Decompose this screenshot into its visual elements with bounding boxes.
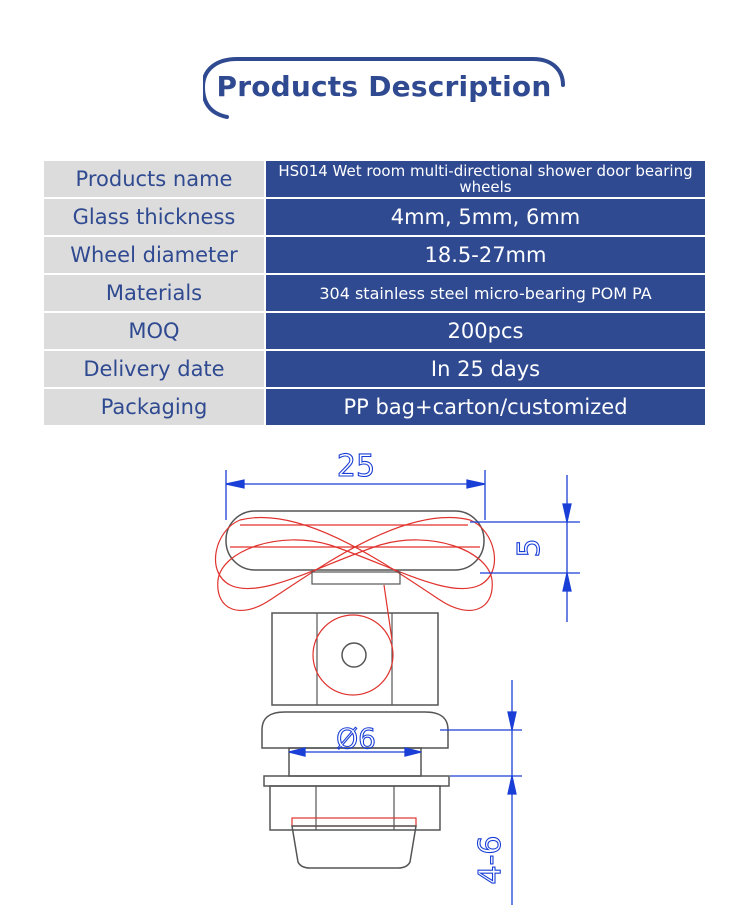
dim-glass-label: 4-6 <box>473 836 508 885</box>
wheel-outline <box>225 510 485 571</box>
dim-glass <box>440 680 522 905</box>
spec-table: Products name HS014 Wet room multi-direc… <box>44 161 705 427</box>
bottom-cap-red <box>291 817 417 827</box>
spec-value: 304 stainless steel micro-bearing POM PA <box>266 275 705 311</box>
dim-diameter <box>288 747 422 757</box>
title-frame-arc <box>203 57 565 119</box>
spec-row: Wheel diameter 18.5-27mm <box>44 237 705 275</box>
bottom-cap <box>291 825 417 869</box>
spec-label: Packaging <box>44 389 264 425</box>
dim-width-label: 25 <box>337 449 375 484</box>
section-title: Products Description <box>203 57 565 119</box>
axle-hole <box>341 642 367 668</box>
spec-row: Glass thickness 4mm, 5mm, 6mm <box>44 199 705 237</box>
housing-body <box>271 612 439 706</box>
dim-height <box>470 475 580 622</box>
spec-row: Products name HS014 Wet room multi-direc… <box>44 161 705 199</box>
spec-label: Products name <box>44 161 264 197</box>
spec-label: MOQ <box>44 313 264 349</box>
base-flange <box>263 775 450 787</box>
spec-label: Delivery date <box>44 351 264 387</box>
technical-drawing: 25 5 Ø6 4-6 <box>214 448 580 905</box>
bearing-stem <box>311 571 401 585</box>
spec-label: Glass thickness <box>44 199 264 235</box>
spec-row: Packaging PP bag+carton/customized <box>44 389 705 427</box>
spec-value: 200pcs <box>266 313 705 349</box>
spec-label: Wheel diameter <box>44 237 264 273</box>
spec-row: Materials 304 stainless steel micro-bear… <box>44 275 705 313</box>
rotation-circle <box>312 614 394 696</box>
page-title: Products Description <box>216 69 552 103</box>
dim-diameter-label: Ø6 <box>336 722 376 755</box>
spec-value: 4mm, 5mm, 6mm <box>266 199 705 235</box>
spec-value: PP bag+carton/customized <box>266 389 705 425</box>
spec-label: Materials <box>44 275 264 311</box>
dim-width <box>225 470 486 520</box>
spec-value: HS014 Wet room multi-directional shower … <box>266 161 705 197</box>
spec-row: Delivery date In 25 days <box>44 351 705 389</box>
nut <box>269 785 441 831</box>
dim-height-label: 5 <box>512 538 547 557</box>
spec-row: MOQ 200pcs <box>44 313 705 351</box>
spec-value: 18.5-27mm <box>266 237 705 273</box>
wheel-tilted-profile <box>214 516 496 611</box>
spec-value: In 25 days <box>266 351 705 387</box>
